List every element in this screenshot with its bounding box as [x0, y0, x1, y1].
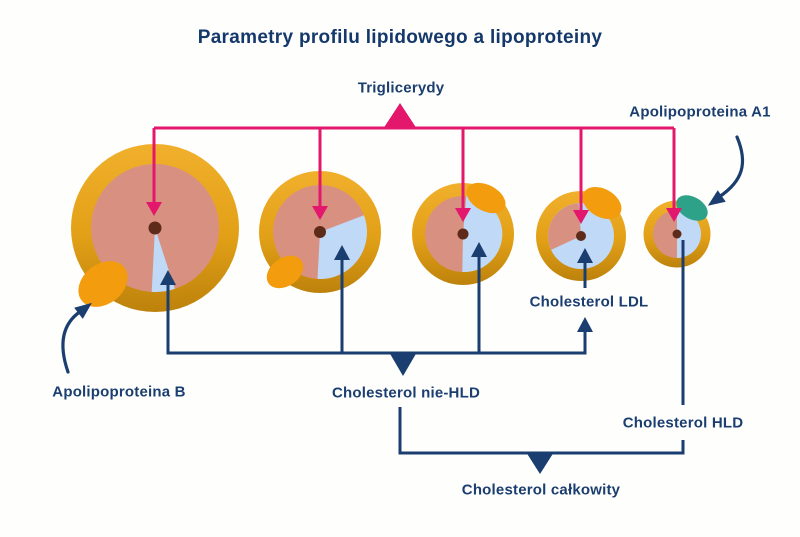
- page-title: Parametry profilu lipidowego a lipoprote…: [197, 27, 603, 48]
- label-cholesterol-non-hdl: Cholesterol nie-HLD: [332, 384, 480, 402]
- core-dot: [314, 226, 326, 238]
- triglycerides-arrow-heads: [146, 103, 682, 224]
- apolipoprotein-a1-blob: [676, 195, 708, 221]
- cholesterol-arrow-heads: [160, 242, 593, 474]
- apolipoprotein-b-blob: [466, 182, 506, 214]
- lipoprotein-particle-5: [643, 195, 711, 268]
- apolipoprotein-b-blob: [582, 186, 622, 220]
- core-dot: [148, 221, 162, 235]
- label-cholesterol-ldl: Cholesterol LDL: [529, 293, 649, 311]
- lipoprotein-particle-4: [536, 186, 626, 281]
- apolipoprotein-b-arrow-head: [74, 302, 92, 319]
- core-dot: [576, 231, 586, 241]
- apolipoprotein-b-blob: [78, 261, 128, 307]
- label-triglycerides: Triglicerydy: [357, 79, 445, 97]
- triglyceride-wedge: [548, 203, 581, 250]
- apolipoprotein-a1-arrow: [717, 135, 745, 199]
- apolipoprotein-b-arrow: [61, 309, 83, 374]
- apolipoprotein-b-blob: [266, 255, 304, 289]
- label-cholesterol-total: Cholesterol całkowity: [461, 481, 621, 499]
- core-dot: [672, 229, 682, 239]
- core-dot: [457, 228, 469, 240]
- cholesterol-wedge: [462, 196, 503, 273]
- label-cholesterol-hdl: Cholesterol HLD: [622, 414, 744, 432]
- lipoprotein-particle-1: [71, 144, 239, 312]
- label-apolipoprotein-a1: Apolipoproteina A1: [629, 103, 771, 121]
- lipoprotein-particle-3: [412, 182, 514, 285]
- apolipoprotein-a1-arrow-head: [707, 190, 726, 206]
- label-apolipoprotein-b: Apolipoproteina B: [52, 383, 186, 401]
